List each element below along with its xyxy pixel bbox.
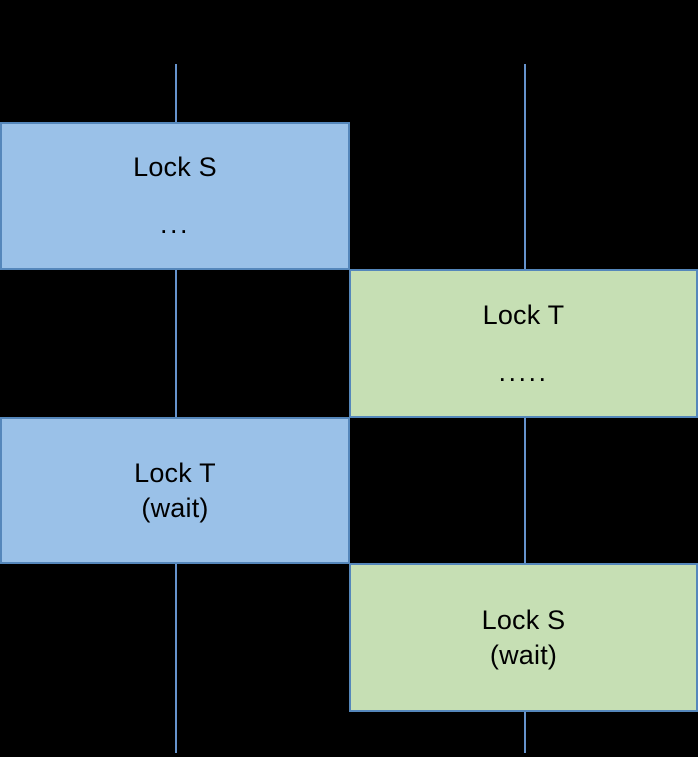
left-lifeline [175, 64, 177, 753]
lock-box-title: Lock T [482, 299, 565, 330]
lock-box-subtext: ... [159, 209, 190, 239]
lock-box-lock-s-left[interactable]: Lock S ... [0, 122, 350, 270]
lock-box-subtext: (wait) [489, 639, 558, 670]
lock-box-title: Lock S [481, 604, 566, 635]
lock-box-title: Lock S [133, 152, 217, 183]
lock-box-lock-s-wait-right[interactable]: Lock S (wait) [349, 563, 698, 712]
lock-box-lock-t-wait-left[interactable]: Lock T (wait) [0, 417, 350, 564]
lock-box-subtext: (wait) [141, 492, 209, 523]
lock-box-title: Lock T [134, 457, 216, 488]
lock-box-lock-t-right[interactable]: Lock T ..... [349, 269, 698, 418]
lock-box-subtext: ..... [498, 356, 549, 387]
